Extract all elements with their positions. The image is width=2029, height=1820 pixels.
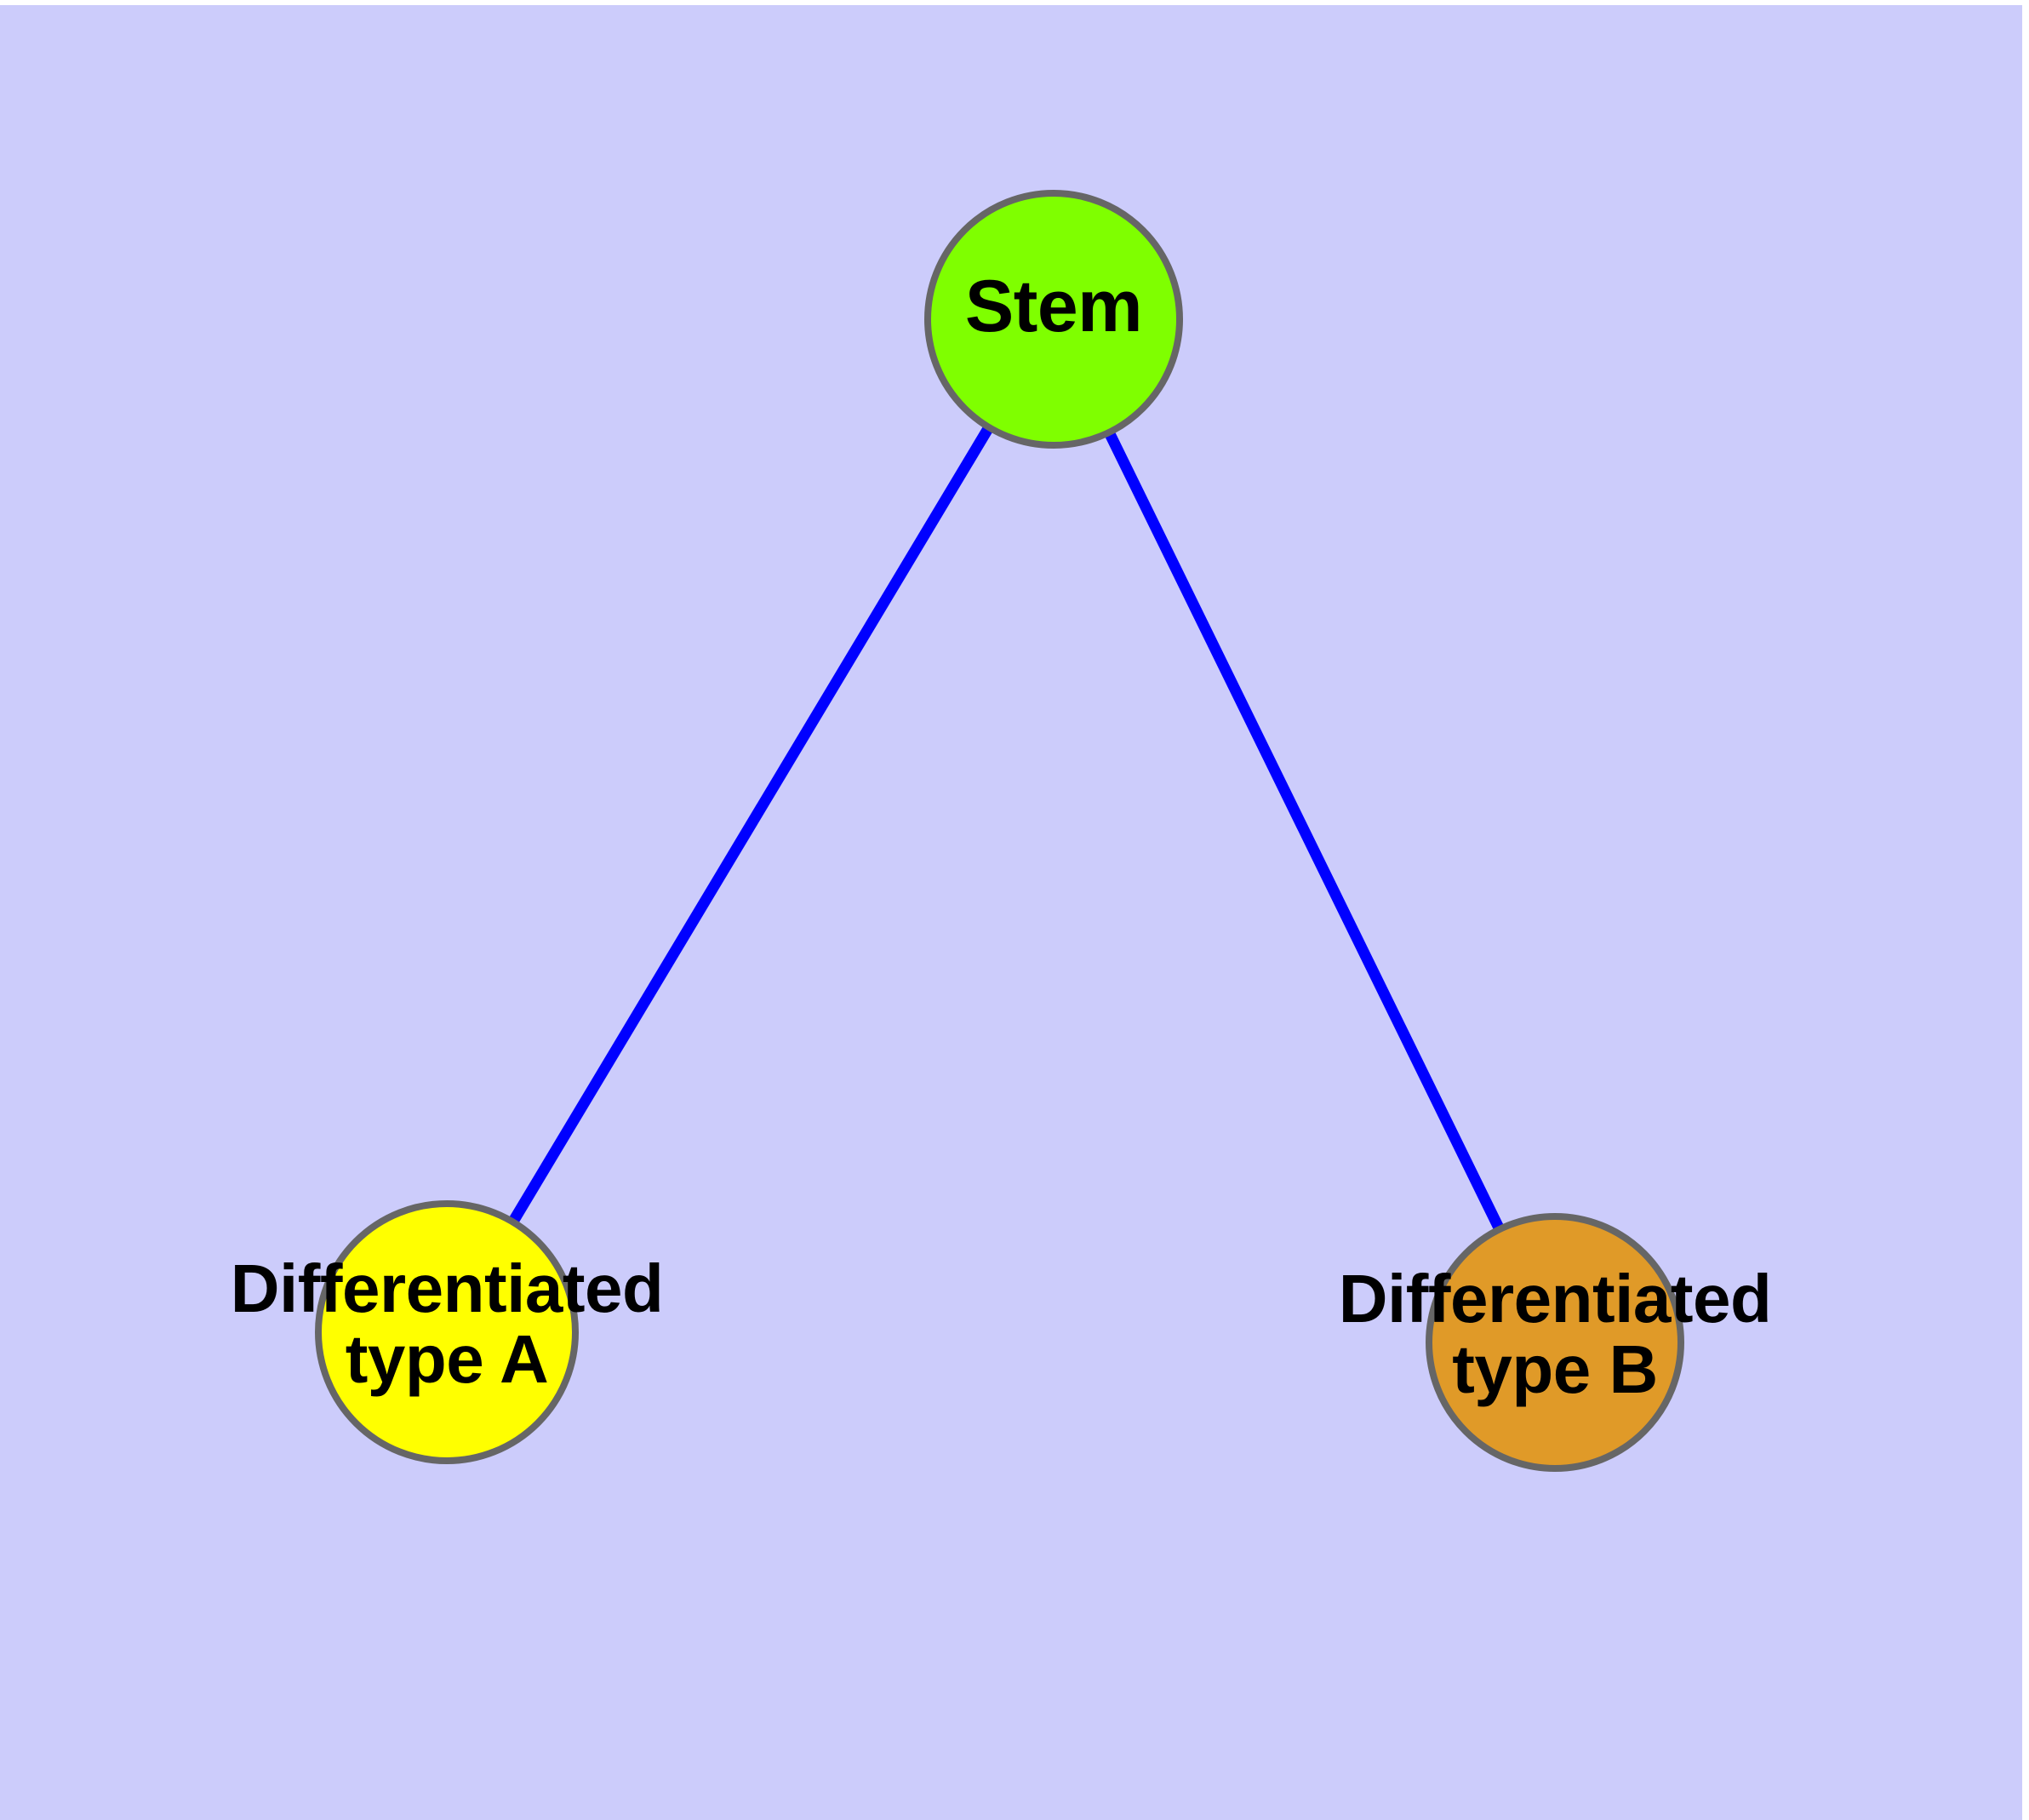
node-differentiated-type-b[interactable] xyxy=(1426,1213,1684,1472)
edge-stem-to-differentiated-type-b[interactable] xyxy=(1102,426,1506,1235)
edge-layer xyxy=(506,421,1506,1235)
node-layer xyxy=(315,190,1684,1472)
node-differentiated-type-a[interactable] xyxy=(315,1200,579,1464)
edge-stem-to-differentiated-type-a[interactable] xyxy=(506,421,996,1228)
node-stem[interactable] xyxy=(924,190,1183,449)
